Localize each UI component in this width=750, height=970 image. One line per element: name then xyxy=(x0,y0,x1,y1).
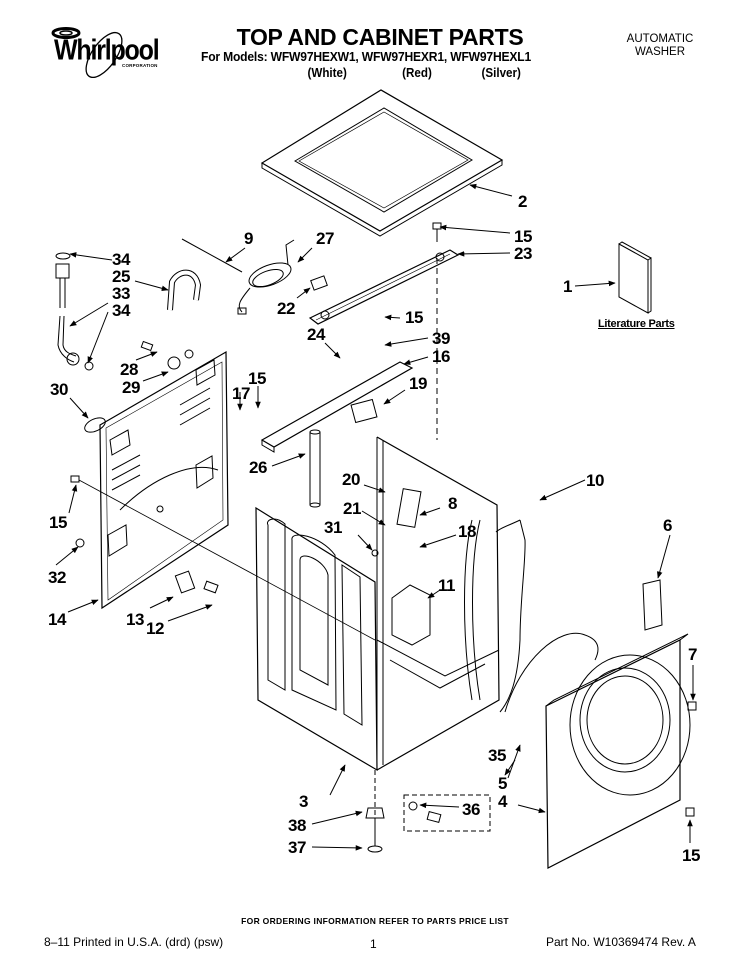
part-top-panel xyxy=(260,89,504,237)
callout-36: 36 xyxy=(462,800,480,819)
part-connector xyxy=(203,580,219,594)
part-screw-15-front xyxy=(685,807,695,817)
callout-30: 30 xyxy=(50,380,68,399)
part-dispenser-bracket xyxy=(350,398,378,424)
callout-39: 39 xyxy=(432,329,450,348)
callout-11: 11 xyxy=(438,576,455,595)
part-nut xyxy=(75,538,85,548)
appliance-type-line2: WASHER xyxy=(634,46,686,58)
callout-15: 15 xyxy=(405,308,423,327)
callout-6: 6 xyxy=(663,516,672,535)
callout-37: 37 xyxy=(288,838,306,857)
literature-parts-label: Literature Parts xyxy=(598,318,675,330)
callout-14: 14 xyxy=(48,610,66,629)
brand-name: Whirlpool xyxy=(54,34,160,67)
callout-29: 29 xyxy=(122,378,140,397)
callout-15: 15 xyxy=(682,846,700,865)
callout-26: 26 xyxy=(249,458,267,477)
appliance-type: AUTOMATIC WASHER xyxy=(610,33,710,59)
callout-8: 8 xyxy=(448,494,457,513)
part-grommet xyxy=(84,417,106,433)
model-color-red: (Red) xyxy=(402,66,432,80)
whirlpool-logo: Whirlpool CORPORATION xyxy=(36,22,176,78)
callout-3: 3 xyxy=(299,792,308,811)
part-bracket xyxy=(260,361,414,453)
part-literature xyxy=(618,241,652,314)
callout-16: 16 xyxy=(432,347,450,366)
part-control-board xyxy=(396,488,422,528)
callout-2: 2 xyxy=(518,192,527,211)
part-pressure-switch xyxy=(174,570,196,594)
callout-25: 25 xyxy=(112,267,130,286)
callout-4: 4 xyxy=(498,792,507,811)
brand-subtitle: CORPORATION xyxy=(122,63,158,68)
callout-21: 21 xyxy=(343,499,361,518)
model-color-white: (White) xyxy=(307,66,347,80)
callout-5: 5 xyxy=(498,774,507,793)
callout-34: 34 xyxy=(112,301,130,320)
part-front-panel xyxy=(545,633,691,869)
models-line: For Models: WFW97HEXW1, WFW97HEXR1, WFW9… xyxy=(200,49,531,64)
callout-18: 18 xyxy=(458,522,476,541)
part-kit-box xyxy=(403,794,491,832)
part-nut-38 xyxy=(365,807,385,819)
callout-31: 31 xyxy=(324,518,342,537)
callout-10: 10 xyxy=(586,471,604,490)
print-info: 8–11 Printed in U.S.A. (drd) (psw) xyxy=(44,935,224,949)
part-side-panel xyxy=(255,506,378,772)
part-drain-hose xyxy=(309,429,321,508)
callout-28: 28 xyxy=(120,360,138,379)
appliance-type-line1: AUTOMATIC xyxy=(626,33,694,45)
part-cabinet-frame xyxy=(376,436,500,771)
callout-33: 33 xyxy=(112,284,130,303)
callout-22: 22 xyxy=(277,299,295,318)
callout-15: 15 xyxy=(248,369,266,388)
part-wire-harness xyxy=(495,519,526,713)
ordering-note: FOR ORDERING INFORMATION REFER TO PARTS … xyxy=(241,916,509,926)
part-bellows xyxy=(504,632,599,713)
part-plug xyxy=(371,549,379,557)
part-clip xyxy=(310,275,328,291)
part-door-latch xyxy=(642,579,663,631)
part-rod xyxy=(181,238,243,273)
part-rear-panel xyxy=(99,350,229,610)
part-inlet-hose xyxy=(55,252,94,371)
part-number: Part No. W10369474 Rev. A xyxy=(546,935,696,949)
callout-38: 38 xyxy=(288,816,306,835)
callout-20: 20 xyxy=(342,470,360,489)
callout-15: 15 xyxy=(514,227,532,246)
part-power-cord xyxy=(237,239,295,315)
part-screw-15-rear xyxy=(70,475,80,483)
part-screw-7 xyxy=(687,701,697,711)
callout-17: 17 xyxy=(232,384,250,403)
part-screw-15-top xyxy=(432,222,442,242)
part-top-rail xyxy=(308,249,460,325)
callout-12: 12 xyxy=(146,619,164,638)
part-foot-37 xyxy=(367,845,383,853)
callout-23: 23 xyxy=(514,244,532,263)
callout-27: 27 xyxy=(316,229,334,248)
callout-35: 35 xyxy=(488,746,506,765)
whirlpool-swirl-icon xyxy=(51,27,123,78)
page-title: TOP AND CABINET PARTS xyxy=(236,24,524,50)
callout-7: 7 xyxy=(688,645,697,664)
part-water-valve xyxy=(391,584,431,646)
callout-34: 34 xyxy=(112,250,130,269)
part-valve-fitting xyxy=(140,340,194,370)
callout-15: 15 xyxy=(49,513,67,532)
model-color-silver: (Silver) xyxy=(481,66,521,80)
callout-19: 19 xyxy=(409,374,427,393)
page-number: 1 xyxy=(370,937,377,951)
callout-24: 24 xyxy=(307,325,325,344)
callout-32: 32 xyxy=(48,568,66,587)
callout-9: 9 xyxy=(244,229,253,248)
callout-13: 13 xyxy=(126,610,144,629)
callout-1: 1 xyxy=(563,277,572,296)
